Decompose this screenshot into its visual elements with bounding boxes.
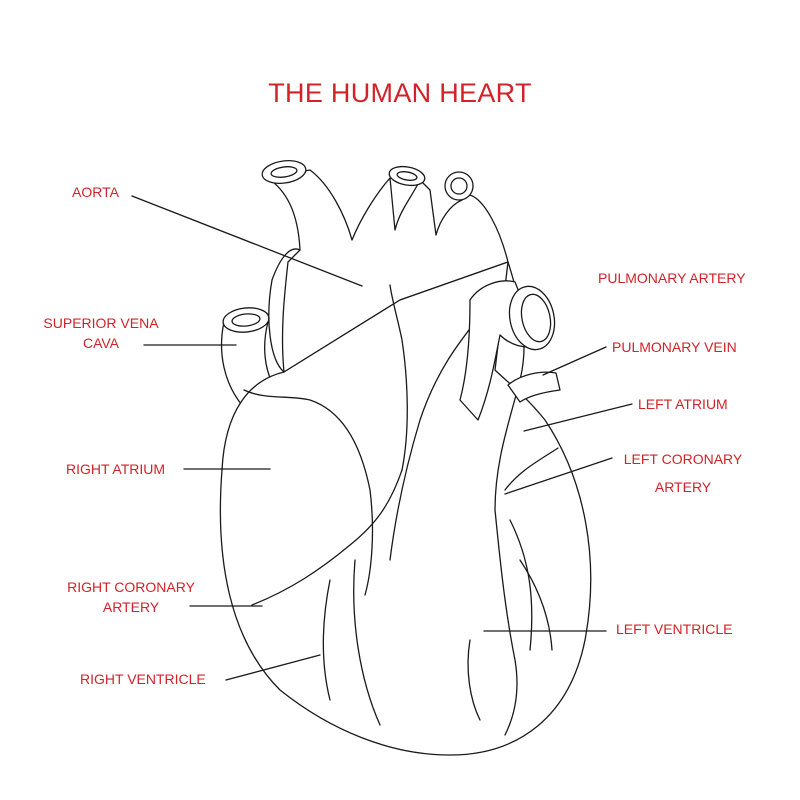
label-right-atrium: RIGHT ATRIUM <box>66 459 165 479</box>
leader-lines <box>131 195 633 681</box>
label-left-coronary-artery: LEFT CORONARY ARTERY <box>610 449 756 497</box>
label-pulmonary-artery: PULMONARY ARTERY <box>598 268 746 288</box>
label-left-ventricle-line-1: LEFT VENTRICLE <box>616 621 733 637</box>
label-pulmonary-artery-line-1: PULMONARY ARTERY <box>598 270 746 286</box>
left-coronary-artery-leader <box>504 457 613 495</box>
aorta-shape <box>261 160 509 373</box>
label-aorta: AORTA <box>72 182 119 202</box>
label-right-coronary-artery-line-1: RIGHT CORONARY <box>67 579 195 595</box>
label-right-ventricle-line-1: RIGHT VENTRICLE <box>80 671 206 687</box>
pulmonary-artery-shape <box>459 280 556 421</box>
aorta-leader <box>131 195 363 287</box>
pulmonary-vein-shape <box>507 371 561 403</box>
heart-body-shape <box>219 248 592 756</box>
label-aorta-line-1: AORTA <box>72 184 119 200</box>
label-right-atrium-line-1: RIGHT ATRIUM <box>66 461 166 477</box>
label-left-atrium: LEFT ATRIUM <box>638 394 728 414</box>
label-pulmonary-vein-line-1: PULMONARY VEIN <box>612 339 737 355</box>
right-ventricle-leader <box>225 654 321 681</box>
label-pulmonary-vein: PULMONARY VEIN <box>612 337 737 357</box>
label-left-atrium-line-1: LEFT ATRIUM <box>638 396 728 412</box>
diagram-title: THE HUMAN HEART <box>268 78 532 108</box>
label-left-ventricle: LEFT VENTRICLE <box>616 619 732 639</box>
label-right-coronary-artery: RIGHT CORONARY ARTERY <box>54 577 208 617</box>
pulmonary-vein-leader <box>542 346 607 376</box>
left-atrium-leader <box>523 403 633 432</box>
label-left-coronary-artery-line-1: LEFT CORONARY <box>623 451 743 467</box>
label-left-coronary-artery-line-2: ARTERY <box>654 479 712 495</box>
label-superior-vena-cava-line-1: SUPERIOR VENA <box>43 315 159 331</box>
label-right-ventricle: RIGHT VENTRICLE <box>80 669 206 689</box>
label-right-coronary-artery-line-2: ARTERY <box>102 599 160 615</box>
label-superior-vena-cava-line-2: CAVA <box>82 335 120 351</box>
label-superior-vena-cava: SUPERIOR VENA CAVA <box>38 313 164 353</box>
